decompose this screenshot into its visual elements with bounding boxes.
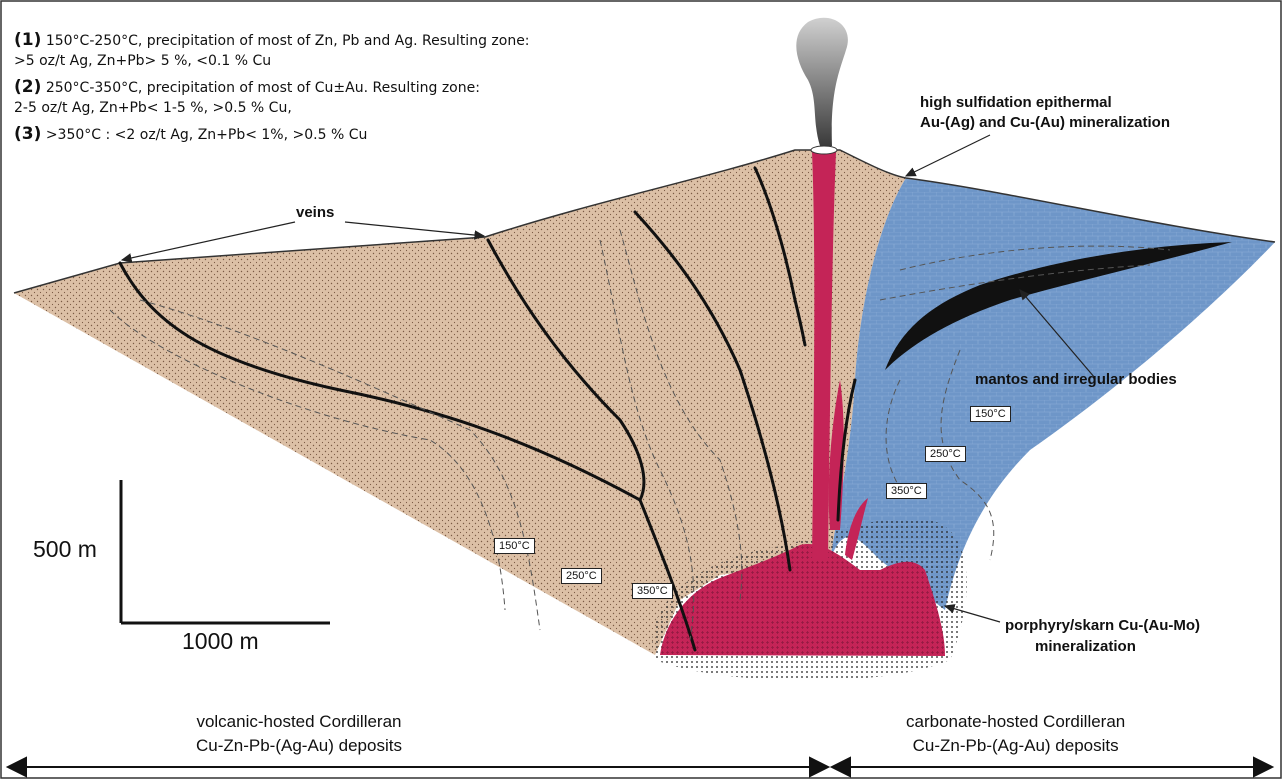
footer-arrow-left-head-left	[8, 758, 26, 776]
footer-right-line1: carbonate-hosted Cordilleran	[906, 710, 1125, 734]
footer-arrows	[8, 758, 1272, 776]
temp-right-150: 150°C	[970, 406, 1011, 422]
smoke-plume	[796, 18, 848, 146]
high-sulfidation-label-1: high sulfidation epithermal	[920, 93, 1112, 113]
legend-item-3-num: (3)	[14, 124, 41, 144]
legend-item-2-num: (2)	[14, 77, 41, 97]
footer-arrow-right-head-right	[1254, 758, 1272, 776]
legend: (1) 150°C-250°C, precipitation of most o…	[14, 30, 694, 145]
scale-vertical-label: 500 m	[33, 536, 97, 563]
mantos-label: mantos and irregular bodies	[975, 370, 1177, 390]
temp-left-150: 150°C	[494, 538, 535, 554]
legend-item-1: (1) 150°C-250°C, precipitation of most o…	[14, 30, 694, 51]
footer-right-line2: Cu-Zn-Pb-(Ag-Au) deposits	[906, 734, 1125, 758]
temp-left-250: 250°C	[561, 568, 602, 584]
porphyry-label-2: mineralization	[1035, 637, 1136, 657]
temp-left-350: 350°C	[632, 583, 673, 599]
scale-bar	[121, 480, 330, 623]
footer-left-line2: Cu-Zn-Pb-(Ag-Au) deposits	[196, 734, 402, 758]
footer-right: carbonate-hosted Cordilleran Cu-Zn-Pb-(A…	[906, 710, 1125, 758]
scale-horizontal-label: 1000 m	[182, 628, 259, 655]
legend-item-2-text: 250°C-350°C, precipitation of most of Cu…	[46, 80, 480, 96]
high-sulf-arrow	[906, 135, 990, 176]
legend-item-3-text: >350°C : <2 oz/t Ag, Zn+Pb< 1%, >0.5 % C…	[46, 127, 368, 143]
veins-label: veins	[296, 203, 334, 223]
temp-right-250: 250°C	[925, 446, 966, 462]
legend-item-1-text: 150°C-250°C, precipitation of most of Zn…	[46, 33, 530, 49]
legend-item-3: (3) >350°C : <2 oz/t Ag, Zn+Pb< 1%, >0.5…	[14, 124, 694, 145]
legend-item-2-line2: 2-5 oz/t Ag, Zn+Pb< 1-5 %, >0.5 % Cu,	[14, 98, 694, 118]
legend-item-1-line2: >5 oz/t Ag, Zn+Pb> 5 %, <0.1 % Cu	[14, 51, 694, 71]
veins-arrow-right	[345, 222, 484, 236]
footer-arrow-left-head-right	[810, 758, 828, 776]
legend-item-1-num: (1)	[14, 30, 41, 50]
high-sulfidation-label-2: Au-(Ag) and Cu-(Au) mineralization	[920, 113, 1170, 133]
crater	[811, 146, 837, 154]
footer-left-line1: volcanic-hosted Cordilleran	[196, 710, 402, 734]
porphyry-label-1: porphyry/skarn Cu-(Au-Mo)	[1005, 616, 1200, 636]
legend-item-2: (2) 250°C-350°C, precipitation of most o…	[14, 77, 694, 98]
footer-left: volcanic-hosted Cordilleran Cu-Zn-Pb-(Ag…	[196, 710, 402, 758]
footer-arrow-right-head-left	[832, 758, 850, 776]
temp-right-350: 350°C	[886, 483, 927, 499]
